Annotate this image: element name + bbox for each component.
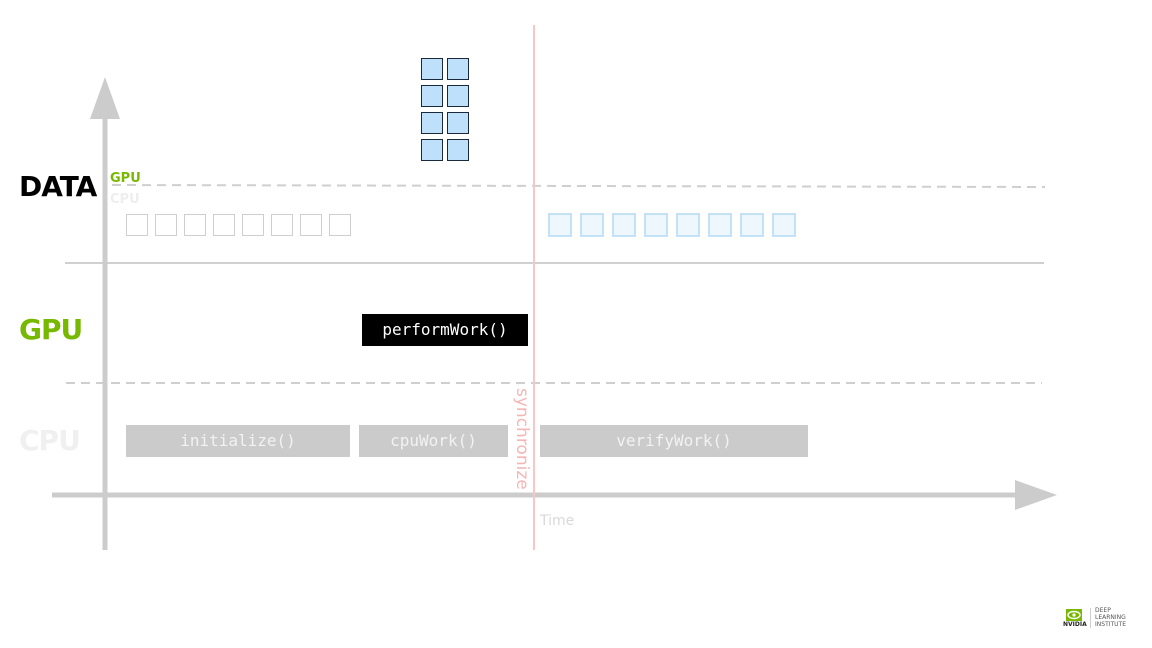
device-data-cell xyxy=(447,85,469,107)
cpu-row-label: CPU xyxy=(19,424,81,457)
cpu-work-block: cpuWork() xyxy=(359,425,508,457)
device-data-cell xyxy=(447,139,469,161)
device-data-cell xyxy=(421,112,443,134)
host-result-cell xyxy=(676,213,700,237)
host-result-cell xyxy=(708,213,732,237)
nvidia-dli-logo: NVIDIA DEEP LEARNING INSTITUTE xyxy=(1062,607,1132,631)
synchronize-label: synchronize xyxy=(512,388,532,490)
initialize-block: initialize() xyxy=(126,425,350,457)
device-data-cell xyxy=(447,112,469,134)
device-data-cell xyxy=(421,139,443,161)
data-gpu-sublabel: GPU xyxy=(110,171,141,186)
perform-work-block: performWork() xyxy=(362,314,528,346)
device-data-cell xyxy=(421,85,443,107)
host-result-cell xyxy=(740,213,764,237)
host-result-cell xyxy=(548,213,572,237)
logo-divider xyxy=(1090,608,1091,628)
time-axis-arrow-icon xyxy=(1015,480,1057,510)
host-data-cell xyxy=(126,214,148,236)
dli-line-3: INSTITUTE xyxy=(1095,621,1127,628)
verify-work-block: verifyWork() xyxy=(540,425,808,457)
host-data-cell xyxy=(300,214,322,236)
time-axis-label: Time xyxy=(540,513,575,529)
data-cpu-sublabel: CPU xyxy=(110,192,140,207)
host-result-cell xyxy=(580,213,604,237)
host-data-cell xyxy=(213,214,235,236)
host-result-cell xyxy=(772,213,796,237)
host-result-cell xyxy=(644,213,668,237)
host-data-cell xyxy=(184,214,206,236)
device-data-cell xyxy=(447,58,469,80)
gpu-row-label: GPU xyxy=(19,313,83,346)
vertical-axis-arrow-icon xyxy=(90,77,120,119)
host-data-cell xyxy=(242,214,264,236)
device-data-cell xyxy=(421,58,443,80)
nvidia-eye-icon xyxy=(1066,609,1082,621)
host-data-cell xyxy=(329,214,351,236)
nvidia-wordmark: NVIDIA xyxy=(1063,621,1087,628)
host-data-cell xyxy=(155,214,177,236)
data-gpu-divider xyxy=(111,184,1046,188)
dli-line-2: LEARNING xyxy=(1095,614,1126,621)
host-result-cell xyxy=(612,213,636,237)
data-row-label: DATA xyxy=(19,170,97,203)
host-data-cell xyxy=(271,214,293,236)
dli-line-1: DEEP xyxy=(1095,607,1111,614)
